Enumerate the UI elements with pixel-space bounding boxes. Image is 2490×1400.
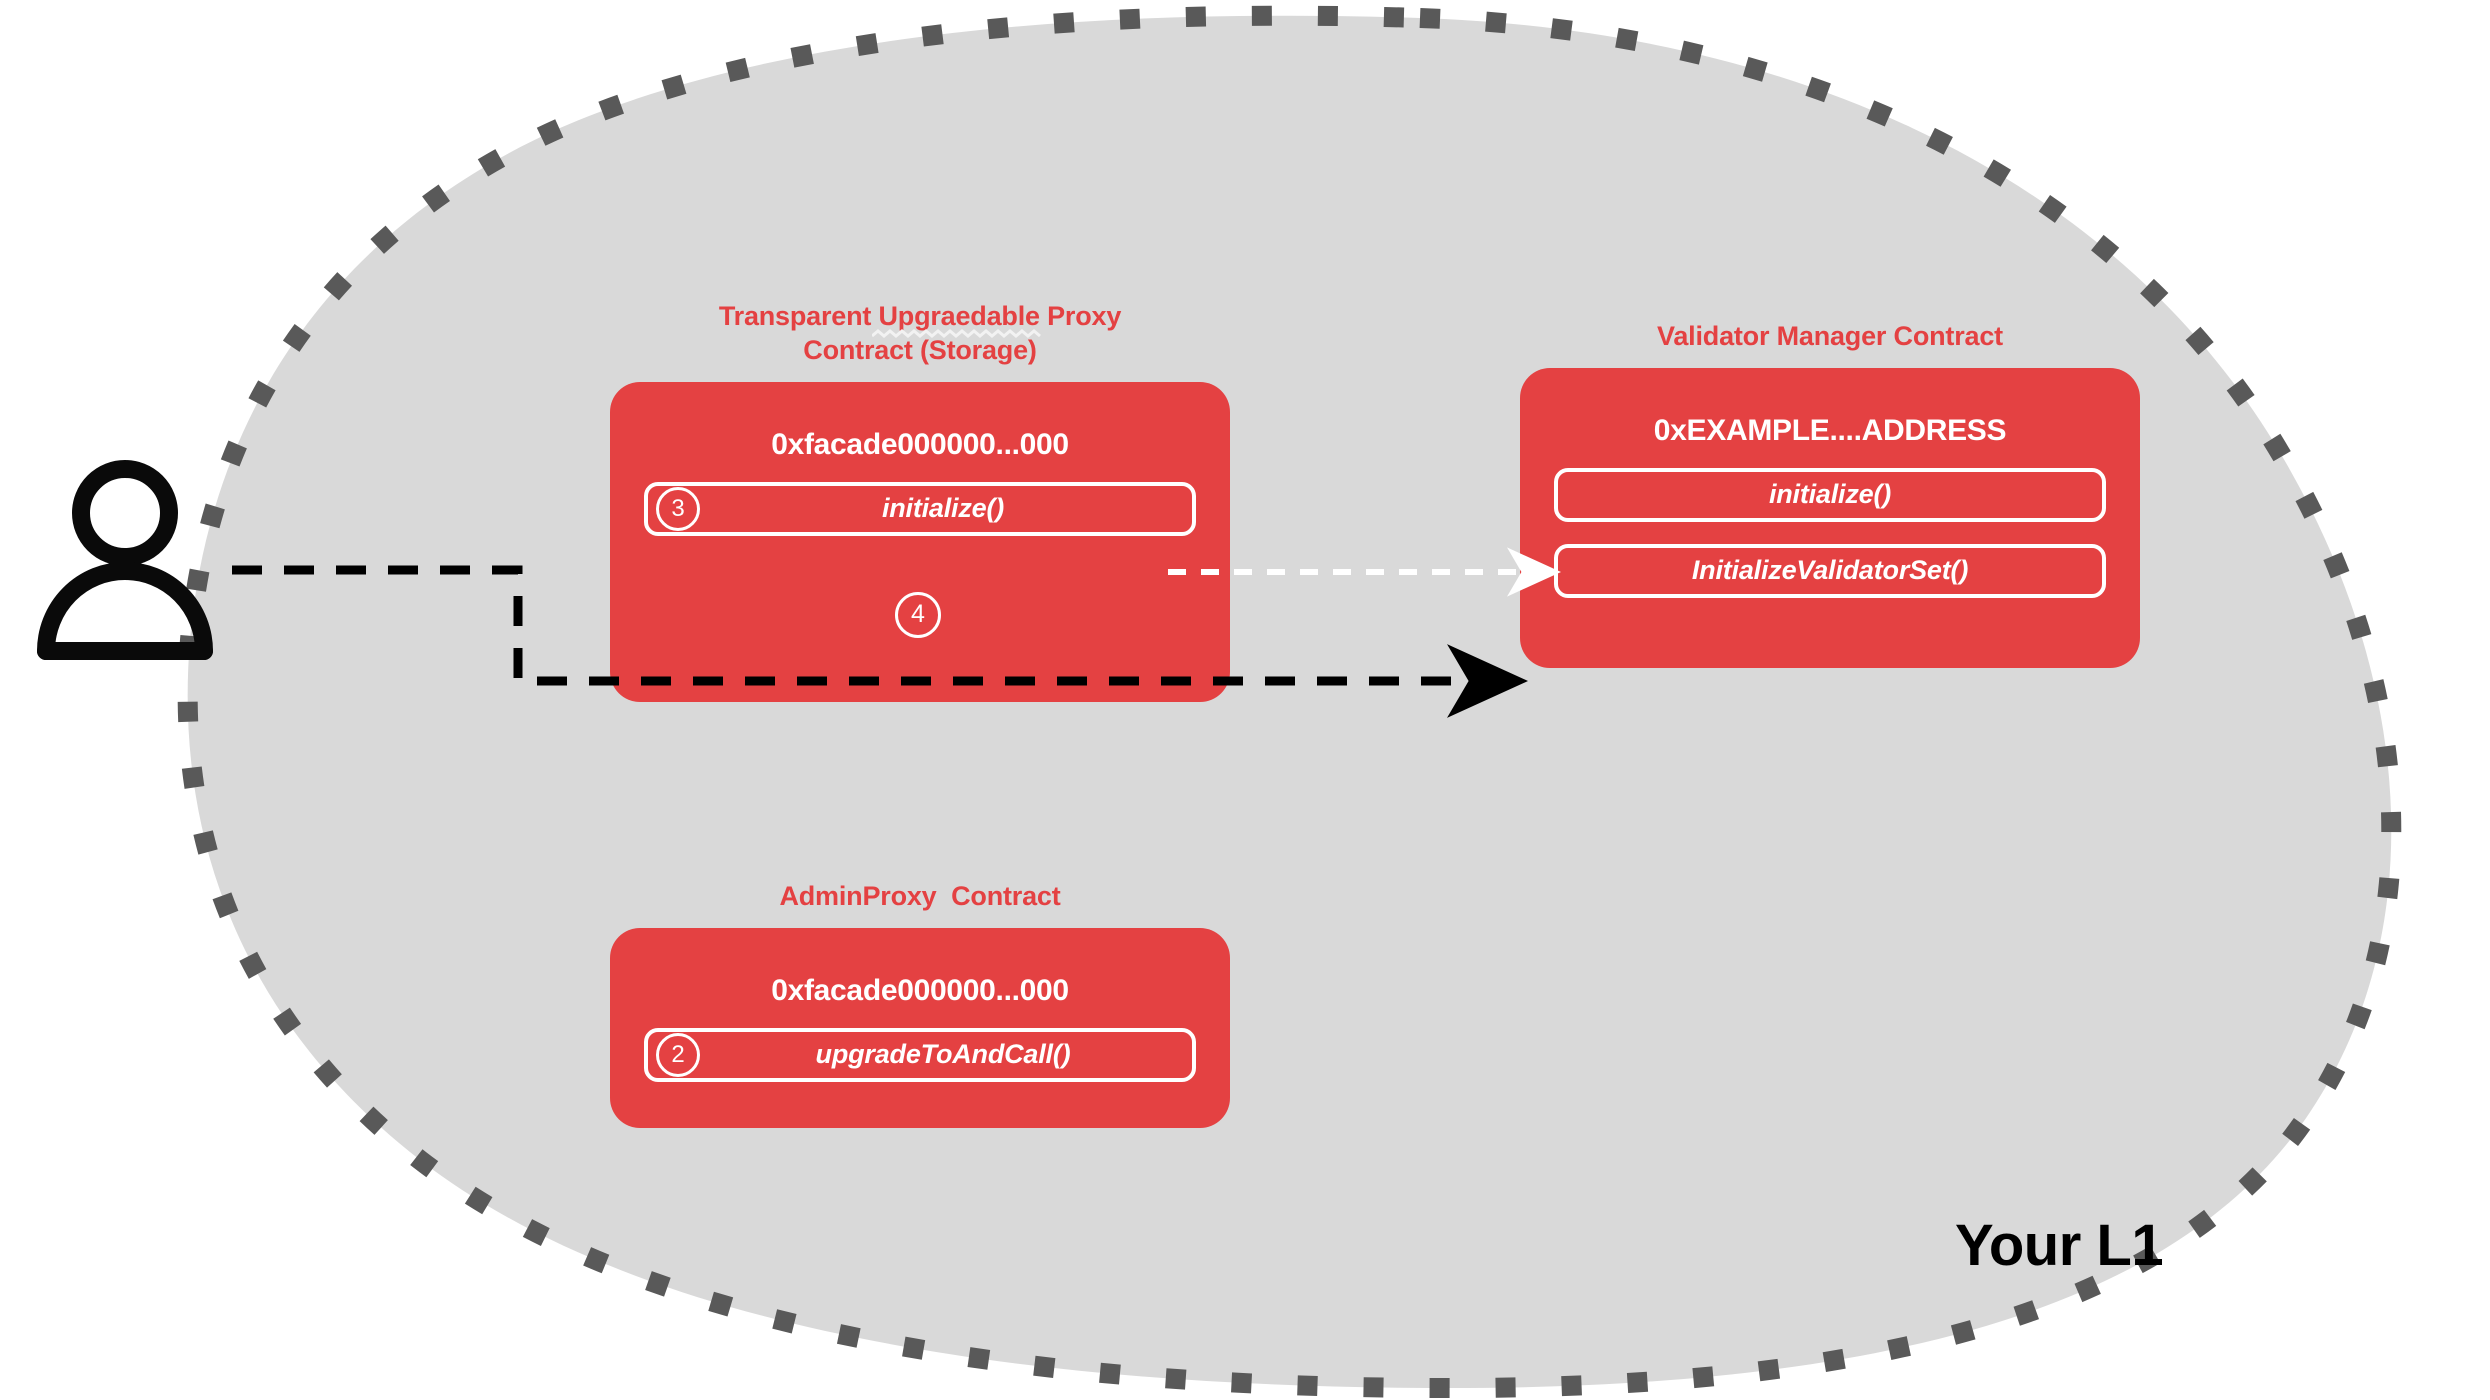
contract-address-admin-proxy: 0xfacade000000...000 xyxy=(771,973,1069,1007)
contract-title-admin-proxy: AdminProxy Contract xyxy=(779,881,1061,911)
person-icon xyxy=(37,460,213,660)
contract-validator-manager: Validator Manager Contract 0xEXAMPLE....… xyxy=(1520,320,2140,668)
step-badge-4: 4 xyxy=(895,591,941,638)
step-badge-2: 2 xyxy=(656,1032,700,1077)
contract-transparent-proxy: Transparent Upgraedable Proxy Contract (… xyxy=(610,300,1230,702)
function-row-upgradetoandcall[interactable]: 2 upgradeToAndCall() xyxy=(644,1027,1196,1082)
function-label-vm-initialize: initialize() xyxy=(1768,479,1892,510)
function-row-initializevalidatorset[interactable]: InitializeValidatorSet() xyxy=(1554,543,2106,598)
spellcheck-squiggle-icon xyxy=(872,329,1041,338)
step-badge-3: 3 xyxy=(656,486,700,531)
contract-card-validator-manager[interactable]: 0xEXAMPLE....ADDRESS initialize() Initia… xyxy=(1520,367,2140,668)
contract-address-transparent-proxy: 0xfacade000000...000 xyxy=(771,427,1069,461)
function-list-validator-manager: initialize() InitializeValidatorSet() xyxy=(1520,448,2140,598)
function-list-admin-proxy: 2 upgradeToAndCall() xyxy=(610,1008,1230,1082)
contract-card-admin-proxy[interactable]: 0xfacade000000...000 2 upgradeToAndCall(… xyxy=(610,927,1230,1128)
contract-address-validator-manager: 0xEXAMPLE....ADDRESS xyxy=(1653,413,2007,447)
l1-label: Your L1 xyxy=(1955,1213,2164,1278)
function-row-vm-initialize[interactable]: initialize() xyxy=(1554,467,2106,522)
contract-admin-proxy: AdminProxy Contract 0xfacade000000...000… xyxy=(610,880,1230,1128)
contract-card-transparent-proxy[interactable]: 0xfacade000000...000 3 initialize() 4 xyxy=(610,381,1230,702)
function-label-initialize: initialize() xyxy=(881,493,1005,523)
l1-boundary-fill xyxy=(187,15,2392,1389)
function-label-initializevalidatorset: InitializeValidatorSet() xyxy=(1691,555,1969,586)
contract-title-transparent-proxy: Transparent Upgraedable Proxy Contract (… xyxy=(718,301,1122,365)
function-row-initialize[interactable]: 3 initialize() xyxy=(644,481,1196,536)
function-list-transparent-proxy: 3 initialize() xyxy=(610,462,1230,536)
function-label-upgradetoandcall: upgradeToAndCall() xyxy=(815,1039,1071,1070)
contract-title-validator-manager: Validator Manager Contract xyxy=(1657,321,2003,351)
